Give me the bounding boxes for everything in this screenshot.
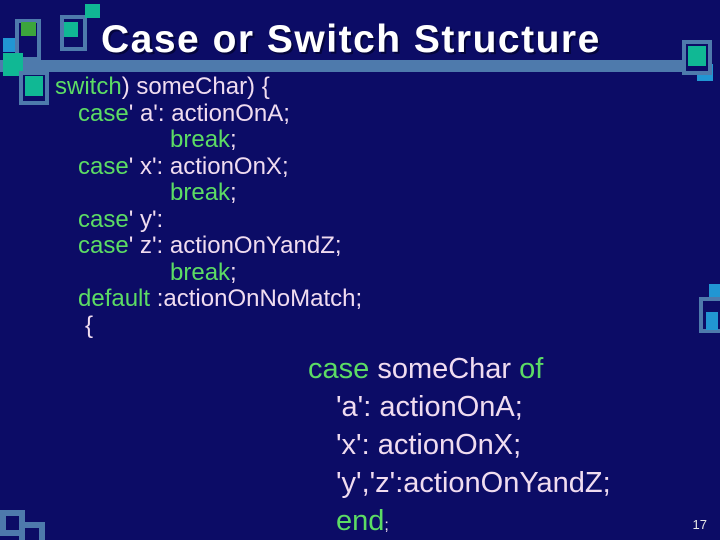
code-keyword: end — [336, 505, 385, 537]
code-text: 'y','z':actionOnYandZ; — [336, 467, 611, 499]
code-block-case-of-structure: case someChar of'a': actionOnA;'x': acti… — [0, 350, 720, 540]
deco-outline-square-2 — [60, 15, 87, 51]
code-keyword: case — [78, 152, 129, 180]
deco-teal-square-5 — [688, 46, 706, 66]
code-text: ' y': — [128, 205, 164, 233]
page-number: 17 — [692, 517, 707, 532]
code-keyword: case — [78, 99, 129, 127]
deco-blue-square-1 — [3, 38, 15, 52]
code-line: 'a': actionOnA; — [0, 388, 720, 426]
code-text: 'a': actionOnA; — [336, 391, 523, 423]
code-line: break; — [0, 179, 720, 207]
code-line: 'y','z':actionOnYandZ; — [0, 464, 720, 502]
code-line: case' x': actionOnX; — [0, 152, 720, 181]
code-text: ' a': actionOnA; — [128, 99, 290, 127]
code-keyword: break — [170, 258, 231, 286]
code-line: case' z': actionOnYandZ; — [0, 232, 720, 260]
code-text: ' x': actionOnX; — [128, 152, 289, 180]
code-keyword: case — [78, 205, 129, 233]
code-line: case' y': — [0, 205, 720, 234]
code-keyword: break — [170, 179, 231, 206]
code-text: ) someChar) { — [121, 73, 270, 100]
code-text: ; — [384, 517, 389, 534]
code-keyword: case — [78, 232, 129, 259]
deco-outline-square-3 — [19, 71, 49, 105]
deco-outline-square-7 — [19, 522, 45, 540]
code-keyword: of — [519, 353, 544, 385]
deco-blue-square-3 — [709, 284, 720, 303]
code-keyword: case — [308, 353, 370, 385]
code-block-switch-structure: switch) someChar) {case' a': actionOnA;b… — [0, 73, 720, 340]
deco-teal-square-3 — [85, 4, 100, 18]
code-text: ; — [230, 126, 237, 153]
code-line: 'x': actionOnX; — [0, 426, 720, 464]
code-line: switch) someChar) { — [0, 73, 720, 101]
code-line: case someChar of — [0, 350, 720, 388]
code-text: ; — [230, 258, 237, 286]
code-keyword: switch — [55, 73, 122, 100]
deco-teal-square-2 — [64, 22, 78, 37]
code-text: 'x': actionOnX; — [336, 429, 522, 461]
slide-title: Case or Switch Structure — [101, 18, 601, 61]
deco-blue-square-4 — [706, 312, 718, 330]
code-text: ' z': actionOnYandZ; — [128, 232, 342, 259]
code-line: { — [0, 311, 720, 340]
code-line: end; — [0, 502, 720, 540]
code-line: break; — [0, 126, 720, 154]
code-text: { — [85, 311, 94, 339]
code-keyword: default — [78, 285, 151, 312]
deco-teal-square-4 — [25, 76, 43, 96]
title-underline-bar — [0, 60, 686, 72]
deco-teal-square-1 — [3, 53, 23, 76]
code-text: ; — [230, 179, 237, 206]
code-text: :actionOnNoMatch; — [150, 285, 363, 312]
code-line: break; — [0, 258, 720, 287]
deco-outline-square-1 — [15, 19, 41, 61]
deco-green-square — [21, 22, 36, 36]
code-text: someChar — [369, 353, 520, 385]
code-line: default :actionOnNoMatch; — [0, 285, 720, 313]
code-line: case' a': actionOnA; — [0, 99, 720, 128]
code-keyword: break — [170, 126, 231, 153]
